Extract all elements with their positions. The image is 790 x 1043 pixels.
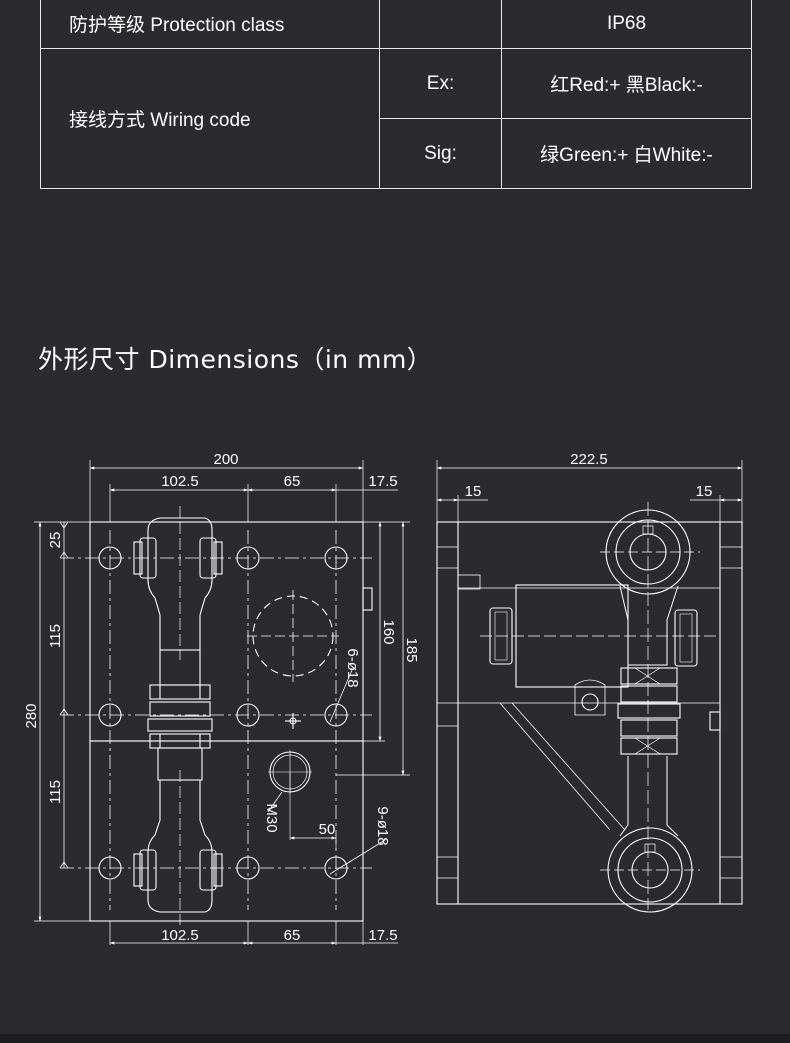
dim-top-right: 17.5 — [368, 473, 397, 490]
dim-top-mid: 65 — [284, 473, 301, 490]
dim-left-top-offset: 25 — [47, 532, 64, 549]
holes-upper-label: 6-ø18 — [344, 648, 361, 687]
table-row-wiring-ex: 接线方式 Wiring code Ex: 红Red:+ 黑Black:- — [40, 48, 752, 189]
bottom-bar — [0, 1034, 790, 1043]
side-dim-left-offset: 15 — [465, 483, 482, 500]
wiring-sig-label: Sig: — [379, 118, 502, 189]
side-outline — [436, 521, 743, 905]
upper-plate — [89, 521, 364, 742]
dim-bottom-left: 102.5 — [161, 927, 199, 944]
wiring-ex-value: 红Red:+ 黑Black:- — [501, 48, 752, 119]
dim-right-outer: 185 — [403, 637, 420, 662]
protection-label: 防护等级 Protection class — [40, 0, 380, 49]
front-view — [34, 460, 410, 945]
dim-left-lower: 115 — [47, 780, 64, 804]
side-dim-right-offset: 15 — [696, 483, 713, 500]
table-row-wiring-sig: Sig: 绿Green:+ 白White:- — [41, 118, 752, 189]
holes-lower-label: 9-ø18 — [374, 806, 391, 845]
wiring-sig-value: 绿Green:+ 白White:- — [501, 118, 752, 189]
side-tab — [362, 587, 373, 611]
spec-table: 防护等级 Protection class IP68 接线方式 Wiring c… — [40, 0, 752, 189]
thread-label: M30 — [263, 803, 280, 832]
wiring-ex-label: Ex: — [379, 48, 502, 119]
dimensions-title: 外形尺寸 Dimensions（in mm） — [38, 345, 433, 374]
mounting-holes — [98, 546, 348, 880]
wiring-label: 接线方式 Wiring code — [40, 48, 380, 189]
side-view — [436, 460, 743, 913]
dim-thread-offset: 50 — [319, 821, 336, 838]
rod-end-link — [133, 506, 223, 925]
protection-blank-cell — [379, 0, 502, 49]
dimension-drawing: 200 102.5 65 17.5 102.5 65 17.5 50 280 2… — [0, 440, 790, 980]
protection-value: IP68 — [501, 0, 752, 49]
lower-plate — [89, 740, 364, 922]
dim-top-left: 102.5 — [161, 473, 199, 490]
dim-left-overall: 280 — [23, 703, 40, 728]
dim-right-inner: 160 — [380, 619, 397, 644]
dim-bottom-right: 17.5 — [368, 927, 397, 944]
table-row-protection: 防护等级 Protection class IP68 — [40, 0, 752, 49]
dim-top-overall: 200 — [213, 451, 238, 468]
side-dim-top-overall: 222.5 — [570, 451, 608, 468]
dim-bottom-mid: 65 — [284, 927, 301, 944]
dim-left-upper: 115 — [47, 624, 64, 648]
